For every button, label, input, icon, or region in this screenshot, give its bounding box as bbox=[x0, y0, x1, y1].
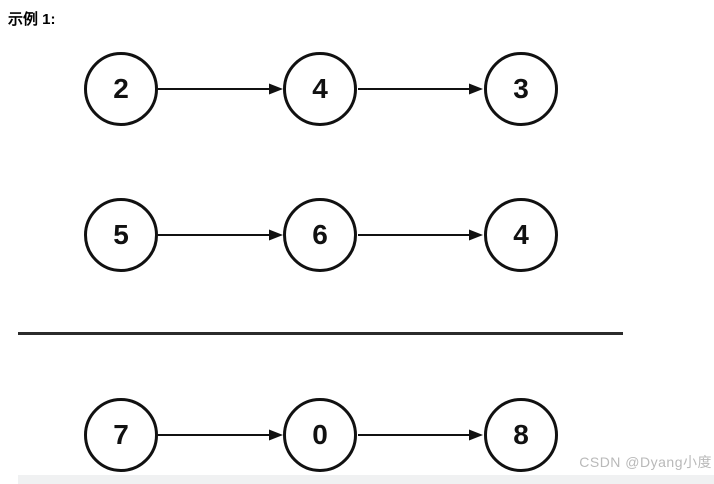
divider-line bbox=[18, 332, 623, 335]
list-node: 3 bbox=[484, 52, 558, 126]
arrow-right-icon bbox=[158, 83, 283, 95]
arrow-right-icon bbox=[358, 229, 483, 241]
list-node: 0 bbox=[283, 398, 357, 472]
bottom-strip bbox=[18, 475, 714, 484]
list-node: 4 bbox=[484, 198, 558, 272]
list-node: 4 bbox=[283, 52, 357, 126]
list-node: 8 bbox=[484, 398, 558, 472]
arrow-right-icon bbox=[358, 83, 483, 95]
list-node: 2 bbox=[84, 52, 158, 126]
list-node: 7 bbox=[84, 398, 158, 472]
example-label: 示例 1: bbox=[8, 11, 56, 28]
list-node: 5 bbox=[84, 198, 158, 272]
csdn-watermark: CSDN @Dyang小度 bbox=[579, 454, 712, 470]
arrow-right-icon bbox=[358, 429, 483, 441]
arrow-right-icon bbox=[158, 229, 283, 241]
arrow-right-icon bbox=[158, 429, 283, 441]
list-node: 6 bbox=[283, 198, 357, 272]
